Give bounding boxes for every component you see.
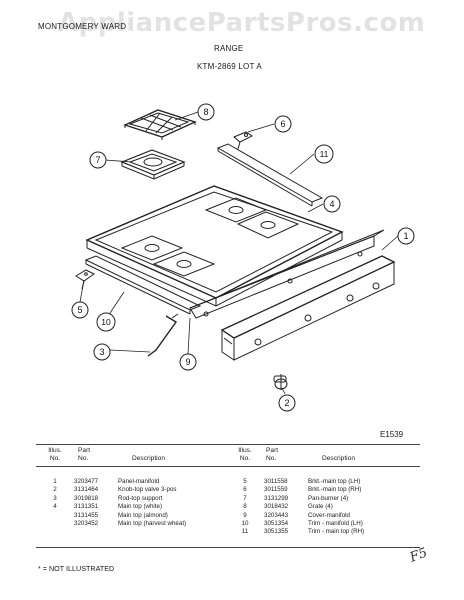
svg-text:3: 3 bbox=[99, 347, 104, 357]
burner-pan-drawing bbox=[120, 149, 186, 180]
watermark: AppliancePartsPros.com bbox=[58, 8, 426, 38]
svg-text:11: 11 bbox=[320, 149, 329, 159]
svg-text:7: 7 bbox=[95, 155, 100, 165]
callout-5: 5 bbox=[71, 301, 89, 319]
callout-7: 7 bbox=[89, 151, 107, 169]
svg-text:1: 1 bbox=[403, 231, 408, 241]
knob-drawing bbox=[273, 374, 288, 390]
header-illus-left: Illus. No. bbox=[48, 447, 62, 462]
svg-text:4: 4 bbox=[329, 199, 334, 209]
table-bottom-rule bbox=[36, 547, 420, 548]
grate-drawing bbox=[123, 109, 197, 140]
header-description-right: Description bbox=[322, 455, 355, 462]
header-description-left: Description bbox=[132, 455, 165, 462]
svg-text:5: 5 bbox=[77, 305, 82, 315]
rod-drawing bbox=[147, 313, 179, 357]
brand-name: MONTGOMERY WARD bbox=[38, 22, 127, 31]
header-part-left: Part No. bbox=[78, 447, 91, 462]
model-number: KTM-2869 LOT A bbox=[197, 62, 262, 71]
main-top-drawing bbox=[85, 185, 344, 307]
bracket-lh-drawing bbox=[75, 269, 95, 290]
header-illus-right: Illus. No. bbox=[238, 447, 252, 462]
callout-8: 8 bbox=[197, 103, 215, 121]
callout-10: 10 bbox=[96, 312, 116, 332]
diagram-code: E1539 bbox=[380, 430, 404, 439]
manifold-cover-drawing bbox=[189, 229, 385, 319]
callout-2: 2 bbox=[278, 394, 296, 412]
corner-mark: F5 bbox=[407, 545, 430, 566]
callout-1: 1 bbox=[397, 227, 415, 245]
trim-lh-drawing bbox=[84, 255, 202, 315]
manifold-panel-drawing bbox=[220, 255, 396, 361]
trim-rh-drawing bbox=[216, 143, 324, 207]
callout-4: 4 bbox=[323, 195, 341, 213]
svg-text:10: 10 bbox=[101, 317, 111, 327]
callout-3: 3 bbox=[93, 343, 111, 361]
table-header-rule bbox=[36, 466, 420, 467]
svg-text:9: 9 bbox=[185, 357, 190, 367]
svg-text:6: 6 bbox=[280, 119, 285, 129]
callout-6: 6 bbox=[274, 115, 292, 133]
footnote: * = NOT ILLUSTRATED bbox=[38, 564, 115, 573]
leader-lines bbox=[79, 111, 399, 395]
svg-text:8: 8 bbox=[203, 107, 208, 117]
product-title: RANGE bbox=[214, 44, 244, 53]
svg-text:2: 2 bbox=[284, 398, 289, 408]
callout-9: 9 bbox=[179, 353, 197, 371]
header-part-right: Part No. bbox=[266, 447, 279, 462]
exploded-parts-diagram: 8 7 6 11 4 1 5 10 3 9 2 bbox=[71, 103, 415, 412]
table-top-rule bbox=[36, 444, 420, 445]
callout-markers: 8 7 6 11 4 1 5 10 3 9 2 bbox=[71, 103, 415, 412]
callout-11: 11 bbox=[314, 144, 334, 164]
bracket-rh-drawing bbox=[233, 131, 253, 150]
